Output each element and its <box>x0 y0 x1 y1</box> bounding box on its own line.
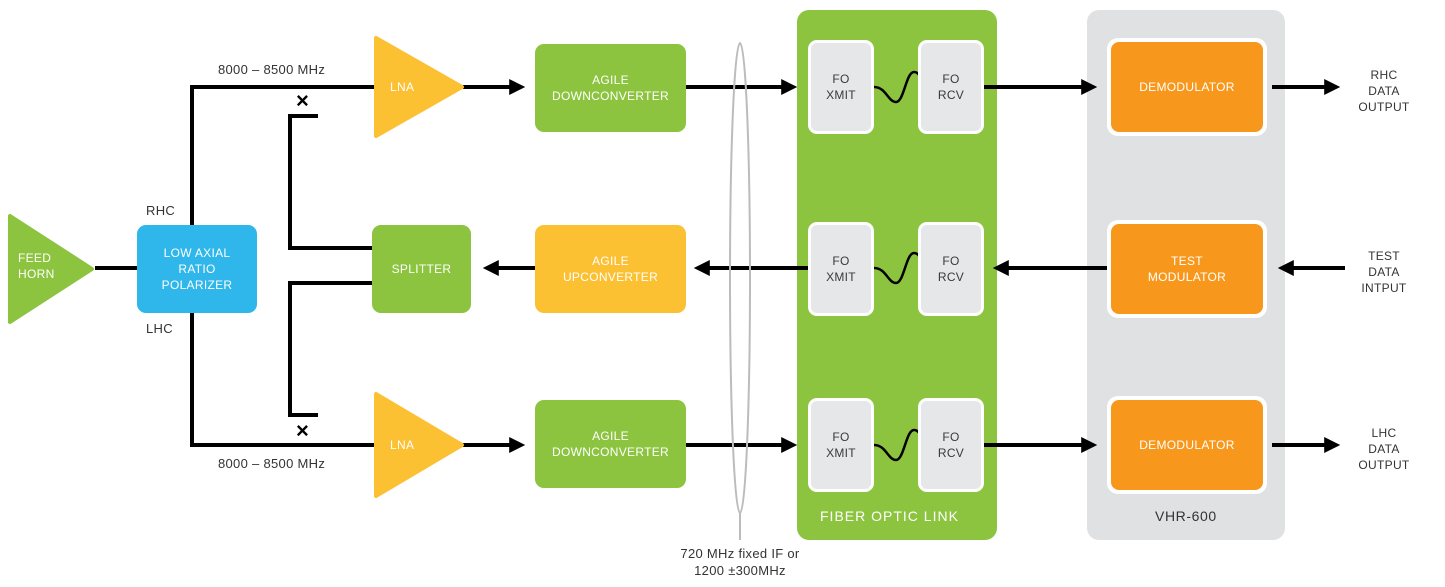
demodulator-top-box: DEMODULATOR <box>1111 42 1263 132</box>
x-mark-bottom: × <box>296 418 310 443</box>
if-bundle-ellipse <box>729 42 751 514</box>
freq-label-top: 8000 – 8500 MHz <box>218 62 326 77</box>
fiber-optic-link-label: FIBER OPTIC LINK <box>820 508 959 524</box>
downconverter-bottom-box: AGILE DOWNCONVERTER <box>535 400 686 488</box>
splitter-box: SPLITTER <box>372 225 471 313</box>
freq-label-bottom: 8000 – 8500 MHz <box>218 456 326 471</box>
test-modulator-box: TEST MODULATOR <box>1111 224 1263 314</box>
upconverter-box: AGILE UPCONVERTER <box>535 225 686 313</box>
test-data-input-label: TEST DATA INTPUT <box>1361 249 1407 296</box>
splitter-bottom-wire <box>288 281 372 417</box>
fo-xmit-top: FO XMIT <box>808 40 874 134</box>
splitter-top-wire <box>288 114 372 250</box>
if-frequency-note: 720 MHz fixed IF or 1200 ±300MHz <box>680 546 800 578</box>
rhc-data-output-label: RHC DATA OUTPUT <box>1358 68 1410 115</box>
lna-top-label: LNA <box>390 80 415 94</box>
fo-xmit-bottom: FO XMIT <box>808 398 874 492</box>
fo-rcv-bottom: FO RCV <box>918 398 984 492</box>
rhc-label: RHC <box>146 203 176 218</box>
lhc-label: LHC <box>146 321 173 336</box>
fo-rcv-top: FO RCV <box>918 40 984 134</box>
lna-bottom-shape <box>374 392 464 498</box>
feed-horn-label: FEED HORN <box>18 251 55 282</box>
lna-top-shape <box>374 36 464 138</box>
demodulator-bottom-box: DEMODULATOR <box>1111 400 1263 490</box>
lhc-data-output-label: LHC DATA OUTPUT <box>1358 426 1410 473</box>
feed-horn-shape <box>8 214 94 324</box>
fo-rcv-middle: FO RCV <box>918 222 984 316</box>
polarizer-box: LOW AXIAL RATIO POLARIZER <box>137 225 257 313</box>
lna-bottom-label: LNA <box>390 438 415 452</box>
lhc-wire <box>190 313 376 447</box>
vhr-600-label: VHR-600 <box>1155 508 1217 524</box>
rhc-wire <box>190 85 376 225</box>
fo-xmit-middle: FO XMIT <box>808 222 874 316</box>
x-mark-top: × <box>296 88 310 113</box>
downconverter-top-box: AGILE DOWNCONVERTER <box>535 44 686 132</box>
